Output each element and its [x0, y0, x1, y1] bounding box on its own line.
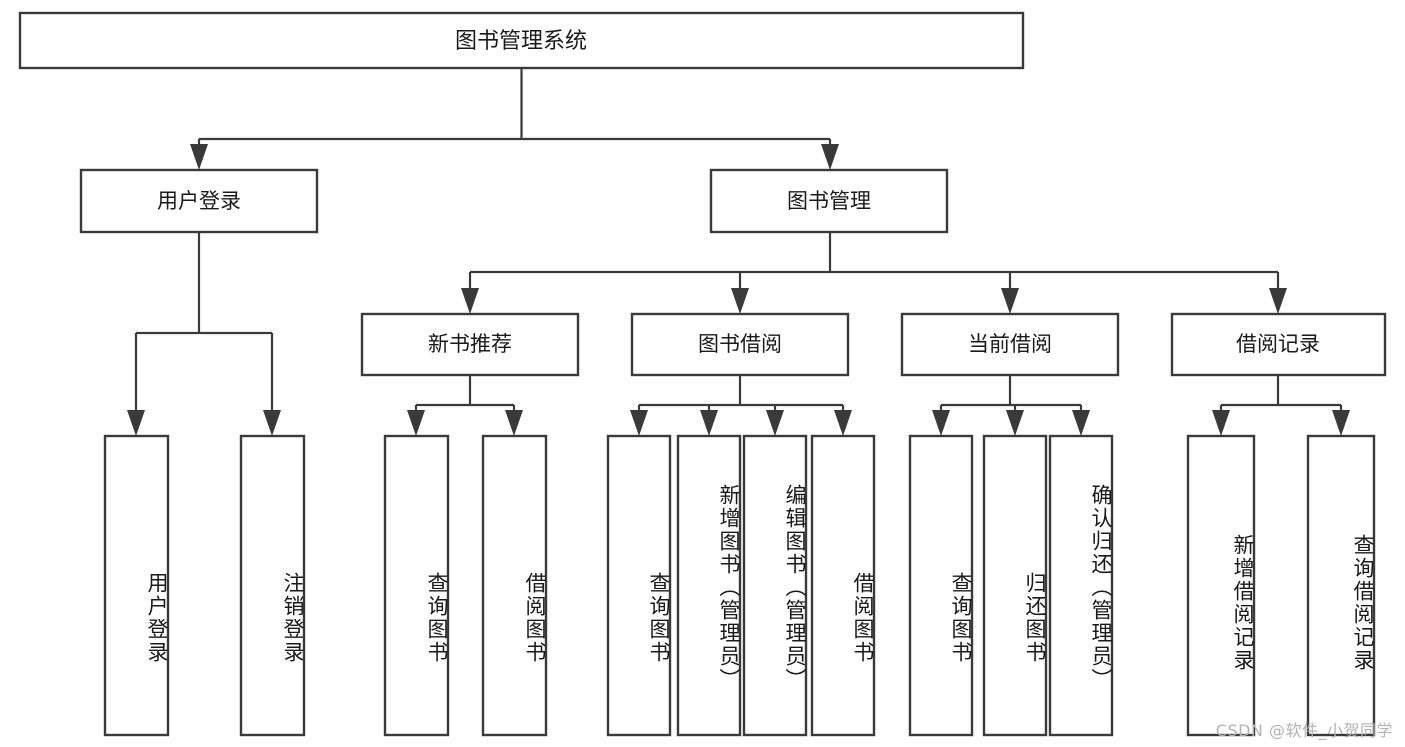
node-borrow-record-box[interactable]: [1170, 312, 1387, 377]
node-borrow-record-label: 借阅记录: [1236, 332, 1320, 356]
arrow-head-bb-leaf-4: [834, 410, 852, 436]
node-user-login-box[interactable]: [79, 168, 319, 234]
arrow-head-cb-leaf-1: [932, 410, 950, 436]
leaf-box-query-book-nbr[interactable]: [383, 434, 450, 737]
arrow-head-br-leaf-1: [1212, 410, 1230, 436]
arrow-head-bb-leaf-2: [700, 410, 718, 436]
node-new-book-recommend-label: 新书推荐: [428, 332, 512, 356]
leaf-box-confirm-return-admin[interactable]: [1048, 434, 1114, 737]
node-new-book-recommend-box[interactable]: [360, 312, 580, 377]
csdn-watermark: CSDN @软件_小贺同学: [1215, 721, 1393, 740]
arrow-head-nbr-leaf-2: [505, 410, 523, 436]
connector-group-book-borrow-to-leaves: [630, 375, 852, 436]
arrow-head-new-book-rec: [461, 288, 479, 314]
connector-group-borrow-record-to-leaves: [1212, 375, 1350, 436]
node-book-management[interactable]: 图书管理: [709, 168, 949, 234]
leaf-box-edit-book-admin[interactable]: [742, 434, 808, 737]
arrow-head-bb-leaf-3: [766, 410, 784, 436]
leaf-box-borrow-book-nbr[interactable]: [481, 434, 548, 737]
node-book-management-label: 图书管理: [787, 189, 871, 213]
leaf-box-add-book-admin[interactable]: [676, 434, 742, 737]
node-current-borrow[interactable]: 当前借阅: [900, 312, 1120, 377]
node-current-borrow-box[interactable]: [900, 312, 1120, 377]
node-borrow-record[interactable]: 借阅记录: [1170, 312, 1387, 377]
arrow-head-leaf-user-login: [127, 410, 145, 436]
arrow-head-leaf-logout: [263, 410, 281, 436]
arrow-head-br-leaf-2: [1332, 410, 1350, 436]
leaf-box-borrow-book-bb[interactable]: [810, 434, 876, 737]
arrow-head-cb-leaf-3: [1072, 410, 1090, 436]
connector-group-current-borrow-to-leaves: [932, 375, 1090, 436]
connector-group-user-login-to-leaves: [127, 232, 281, 436]
arrow-head-borrow-record: [1269, 288, 1287, 314]
node-current-borrow-label: 当前借阅: [968, 332, 1052, 356]
arrow-head-cb-leaf-2: [1006, 410, 1024, 436]
node-root-label: 图书管理系统: [455, 29, 587, 54]
arrow-head-bb-leaf-1: [630, 410, 648, 436]
node-book-borrow-box[interactable]: [630, 312, 850, 377]
leaf-box-add-borrow-record[interactable]: [1186, 434, 1256, 737]
arrow-head-current-borrow: [1001, 288, 1019, 314]
connector-group-book-mgmt-to-level3: [461, 232, 1287, 314]
leaf-box-logout[interactable]: [239, 434, 306, 737]
connector-group-new-book-rec-to-leaves: [407, 375, 523, 436]
arrow-head-book-mgmt: [821, 144, 839, 170]
node-book-borrow[interactable]: 图书借阅: [630, 312, 850, 377]
arrow-head-nbr-leaf-1: [407, 410, 425, 436]
node-root-box[interactable]: [18, 11, 1025, 70]
node-root[interactable]: 图书管理系统: [18, 11, 1025, 70]
node-user-login[interactable]: 用户登录: [79, 168, 319, 234]
arrow-head-user-login: [190, 144, 208, 170]
leaf-box-query-borrow-record[interactable]: [1306, 434, 1376, 737]
node-book-borrow-label: 图书借阅: [698, 332, 782, 356]
leaf-box-return-book[interactable]: [982, 434, 1048, 737]
arrow-head-book-borrow: [731, 288, 749, 314]
connector-group-root-to-level2: [190, 68, 839, 170]
node-book-management-box[interactable]: [709, 168, 949, 234]
leaf-box-query-book-cb[interactable]: [908, 434, 974, 737]
leaf-box-query-book-bb[interactable]: [606, 434, 672, 737]
node-user-login-label: 用户登录: [157, 189, 241, 213]
node-new-book-recommend[interactable]: 新书推荐: [360, 312, 580, 377]
leaf-box-user-login[interactable]: [103, 434, 170, 737]
